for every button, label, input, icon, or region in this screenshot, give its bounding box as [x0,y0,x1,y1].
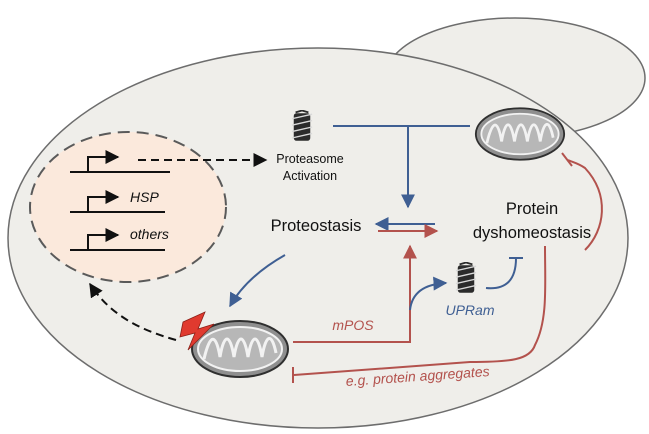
upram-label: UPRam [445,302,494,318]
mpos-to-upram-arrow [409,276,448,311]
lightning-bolt-icon [179,311,215,351]
dyshomeostasis-inhibits-mito-line [567,159,603,251]
dyshomeostasis-label-line1: Protein [506,200,558,218]
gene-label-others: others [130,226,169,242]
aggregates-inhibition-line [293,245,547,376]
dyshomeostasis-inhibit-bar [561,152,573,167]
upram-inhibits-dyshomeostasis [485,257,517,290]
retrograde-signal-arrow [89,282,177,341]
gene-row-1 [70,150,170,173]
gene-row-hsp [70,190,165,213]
proteasome-label-line1: Proteasome [276,152,343,166]
gene-label-hsp: HSP [130,189,159,205]
upram-proteasome-icon [455,262,477,294]
proteostasis-to-mitochondrion-arrow [229,254,286,308]
nucleus [29,131,227,283]
proteasome-icon [291,110,313,142]
mpos-pathway-arrow [293,244,417,343]
gene-row-others [70,228,165,251]
mpos-label: mPOS [332,317,374,333]
mitochondrion-icon [474,106,566,162]
proteasome-label-line2: Activation [283,169,337,183]
dyshomeostasis-label-line2: dyshomeostasis [473,224,591,242]
proteostasis-label: Proteostasis [271,217,362,235]
